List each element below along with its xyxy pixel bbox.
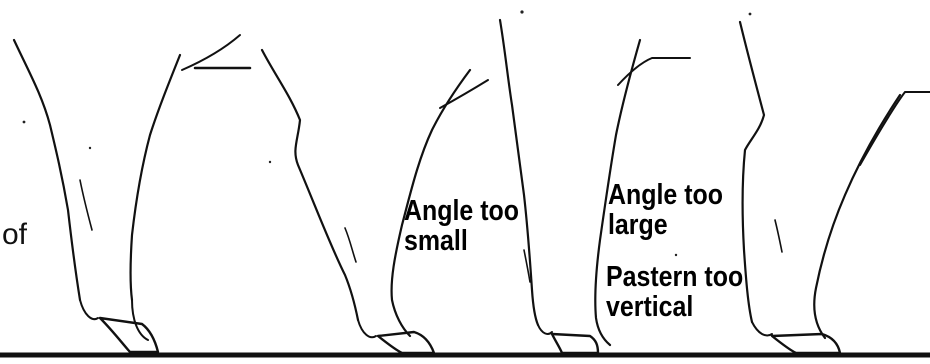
label-angle-too-large-line-2: large xyxy=(608,210,723,240)
label-angle-too-large: Angle too large xyxy=(608,180,723,241)
leg-4 xyxy=(740,22,930,353)
leg-1 xyxy=(14,35,250,352)
label-pastern-too-vertical-line-2: vertical xyxy=(606,292,743,322)
label-pastern-too-vertical-line-1: Pastern too xyxy=(606,262,743,292)
label-angle-too-large-line-1: Angle too xyxy=(608,180,723,210)
label-angle-too-small-line-2: small xyxy=(404,226,519,256)
label-angle-too-small-line-1: Angle too xyxy=(404,196,519,226)
label-angle-too-small: Angle too small xyxy=(404,196,519,257)
label-pastern-too-vertical: Pastern too vertical xyxy=(606,262,743,323)
cut-off-text: of xyxy=(2,218,27,252)
